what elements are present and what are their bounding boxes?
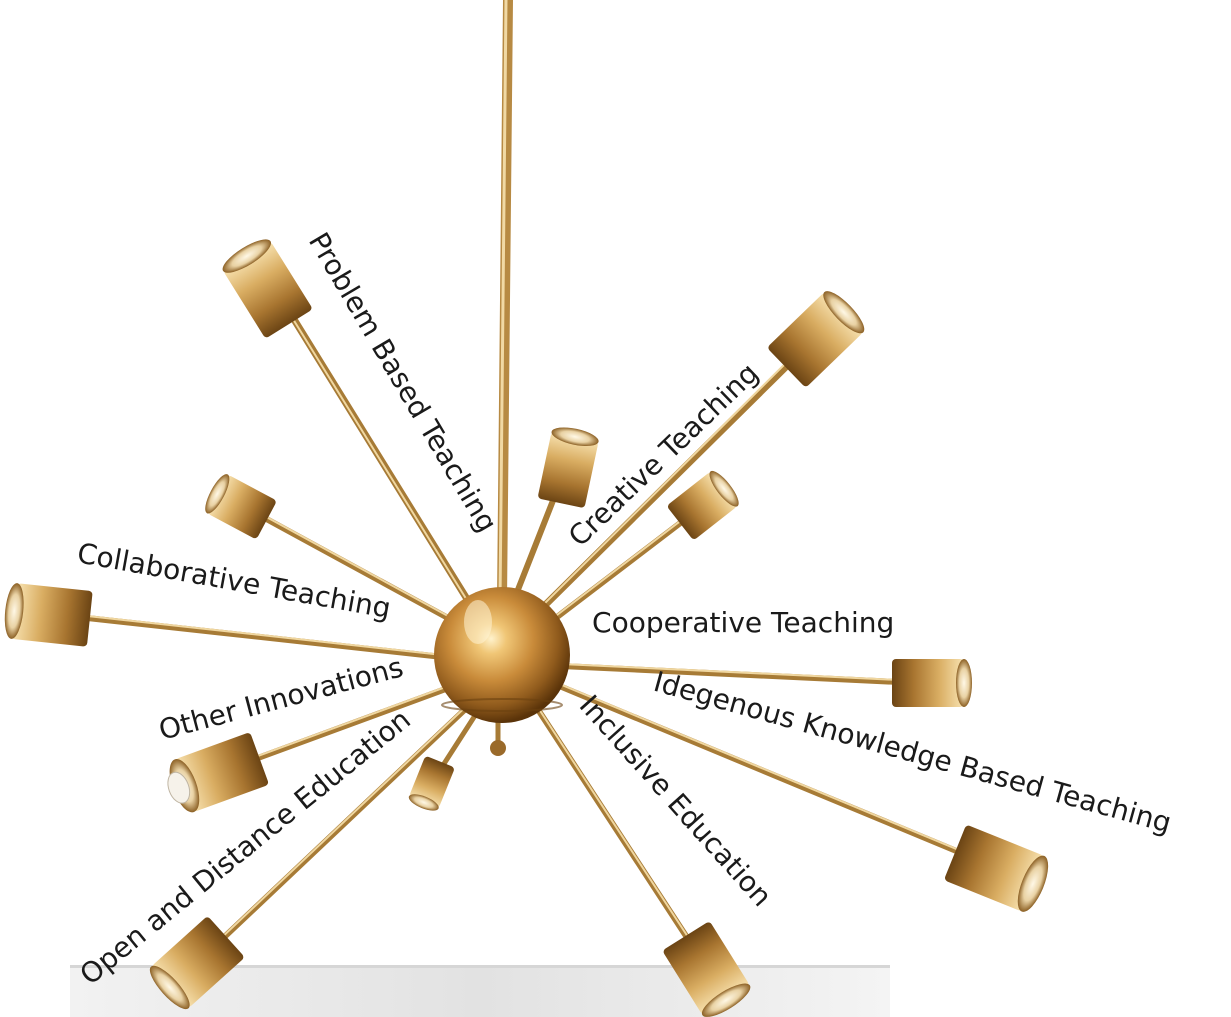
cup-down-small xyxy=(408,756,454,811)
label-cooperative: Cooperative Teaching xyxy=(592,606,894,639)
cup-bottom-left xyxy=(149,917,244,1010)
rod-collab xyxy=(57,612,473,663)
rod-indig xyxy=(542,677,993,868)
svg-text:Cooperative Teaching: Cooperative Teaching xyxy=(592,606,894,639)
cup-center-top xyxy=(538,427,599,508)
central-sphere xyxy=(434,587,570,756)
chandelier-rods xyxy=(57,0,993,968)
rod-incl xyxy=(532,702,708,968)
chandelier-cups xyxy=(4,239,1049,1017)
rod-coop xyxy=(537,662,923,686)
rod-other xyxy=(217,677,473,775)
rod-creative xyxy=(526,341,812,624)
cup-left xyxy=(4,583,93,647)
rod-inner-ur xyxy=(537,505,703,633)
svg-text:Collaborative Teaching: Collaborative Teaching xyxy=(75,536,394,625)
cup-bottom-right xyxy=(663,922,751,1017)
rod-open xyxy=(197,697,478,963)
ceiling-rod xyxy=(497,0,513,605)
cup-top-right xyxy=(768,291,865,387)
cup-top-left xyxy=(222,239,312,338)
cup-inner-ul xyxy=(205,474,276,539)
cup-right xyxy=(892,659,972,707)
cup-inner-ur xyxy=(668,470,739,539)
base-block-edge xyxy=(70,965,890,968)
cup-lower-right xyxy=(945,825,1049,912)
rod-inner-ul xyxy=(247,507,473,633)
label-collaborative: Collaborative Teaching xyxy=(75,536,394,625)
cup-lower-left xyxy=(167,733,269,813)
